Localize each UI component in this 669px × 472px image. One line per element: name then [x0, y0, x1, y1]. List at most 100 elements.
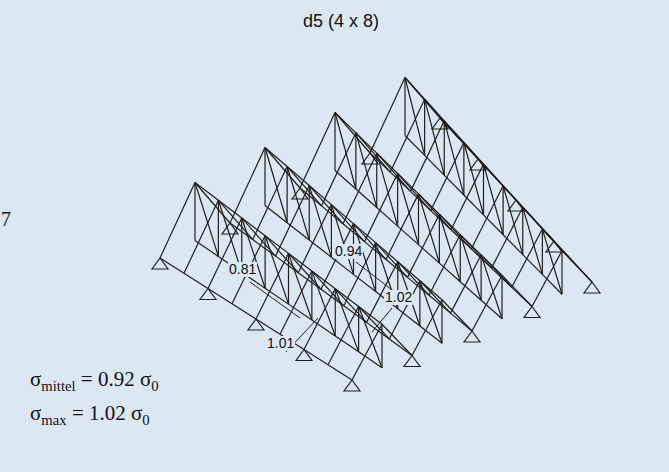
member-line: [309, 186, 310, 240]
member-line: [359, 352, 382, 368]
member-line: [288, 253, 289, 304]
member-line: [184, 273, 208, 288]
member-line: [522, 207, 523, 254]
member-line: [377, 153, 398, 226]
member-line: [405, 78, 425, 156]
member-line: [405, 136, 425, 156]
member-line: [230, 148, 265, 224]
member-line: [195, 183, 218, 201]
member-line: [265, 236, 288, 304]
member-line: [242, 218, 265, 288]
member-line: [444, 175, 464, 195]
member-line: [312, 271, 344, 306]
member-line: [280, 271, 312, 334]
member-line: [481, 300, 502, 319]
member-line: [481, 255, 512, 287]
member-line: [404, 78, 405, 136]
support-symbol: [508, 200, 524, 211]
member-line: [442, 300, 472, 331]
member-line: [503, 186, 504, 235]
member-line: [481, 255, 502, 319]
member-line: [460, 235, 461, 282]
member-line: [335, 171, 356, 190]
support-symbol: [470, 159, 486, 170]
member-line: [419, 245, 440, 264]
member-line: [562, 251, 592, 282]
diagram-title: d5 (4 x 8): [303, 12, 379, 32]
member-line: [287, 167, 321, 206]
member-line: [375, 243, 376, 292]
member-line: [425, 155, 445, 175]
member-line: [503, 186, 523, 255]
support-symbol: [344, 380, 360, 391]
member-line: [484, 215, 504, 235]
member-line: [397, 174, 398, 227]
member-line: [398, 309, 420, 326]
member-line: [460, 235, 481, 301]
page-number: 7: [1, 208, 11, 230]
member-line: [398, 226, 419, 245]
member-line: [376, 243, 408, 278]
support-symbol: [432, 118, 448, 129]
member-line: [218, 200, 241, 218]
member-line: [501, 275, 502, 319]
member-line: [359, 307, 382, 368]
member-line: [298, 205, 331, 273]
member-line: [335, 336, 358, 352]
member-line: [256, 253, 289, 319]
member-line: [420, 326, 442, 343]
member-line: [425, 99, 445, 175]
member-line: [439, 214, 440, 263]
member-line: [334, 113, 335, 171]
stress-summary: σmax = 1.02 σ0: [30, 402, 150, 428]
support-symbol: [546, 241, 562, 252]
stress-value: 1.01: [266, 336, 295, 351]
member-line: [354, 274, 376, 291]
member-line: [424, 99, 425, 155]
member-line: [335, 113, 356, 190]
member-line: [256, 319, 280, 334]
supports: [152, 118, 600, 391]
stress-value: 0.81: [228, 262, 257, 277]
member-line: [420, 281, 451, 313]
member-line: [503, 235, 523, 255]
member-line: [300, 113, 335, 189]
support-symbol: [404, 356, 420, 367]
member-line: [377, 208, 398, 227]
support-symbol: [200, 289, 216, 300]
member-line: [304, 289, 335, 350]
support-symbol: [222, 223, 238, 234]
member-line: [439, 214, 460, 281]
member-line: [355, 133, 356, 189]
member-line: [232, 304, 256, 319]
member-line: [312, 271, 335, 336]
member-line: [276, 186, 310, 257]
member-line: [289, 253, 312, 320]
support-symbol: [152, 258, 168, 269]
member-line: [460, 282, 481, 301]
member-line: [420, 281, 442, 344]
member-line: [160, 258, 184, 273]
member-line: [418, 194, 419, 245]
member-line: [463, 142, 464, 195]
member-line: [389, 339, 412, 356]
member-line: [287, 223, 309, 240]
support-symbol: [296, 350, 312, 361]
truss-members: [160, 78, 592, 381]
member-line: [444, 121, 464, 195]
member-line: [331, 257, 353, 274]
member-line: [208, 289, 232, 304]
member-line: [311, 271, 312, 320]
member-line: [309, 186, 343, 224]
leader-line: [250, 282, 300, 318]
support-symbol: [362, 153, 378, 164]
leader-line: [372, 308, 392, 332]
support-symbol: [292, 188, 308, 199]
member-line: [194, 183, 195, 241]
member-line: [352, 324, 382, 380]
member-line: [265, 148, 287, 223]
support-symbol: [524, 307, 540, 318]
member-line: [542, 229, 562, 294]
member-line: [398, 174, 419, 245]
